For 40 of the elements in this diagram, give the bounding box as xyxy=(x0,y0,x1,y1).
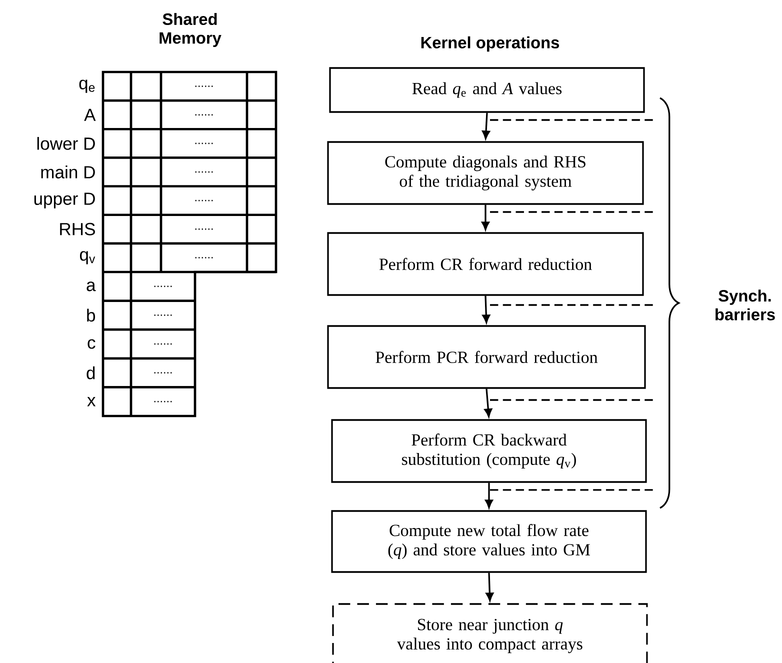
dashed-process-box: Store near junction q values into compact arrays xyxy=(332,603,648,663)
arrow xyxy=(482,204,490,230)
ellipsis-dots: ...... xyxy=(195,171,213,173)
ellipsis-dots: ...... xyxy=(195,142,213,144)
heading: Shared Memory xyxy=(160,12,222,47)
ellipsis-dots: ...... xyxy=(195,200,213,202)
ellipsis-dots: ...... xyxy=(154,286,172,288)
ellipsis-dots: ...... xyxy=(195,228,213,230)
row-label: q$_{v}$ xyxy=(80,251,96,264)
heading: Kernel operations xyxy=(421,36,560,52)
arrow xyxy=(484,388,492,418)
arrow xyxy=(482,296,490,324)
side-label: Synch. barriers xyxy=(716,290,775,320)
ellipsis-dots: ...... xyxy=(154,314,172,316)
ellipsis-dots: ...... xyxy=(154,343,172,345)
process-box: Read q$_{e}$ and A values xyxy=(329,67,645,113)
ellipsis-dots: ...... xyxy=(195,257,213,258)
row-label: b xyxy=(87,308,96,322)
row-label: q$_{e}$ xyxy=(79,80,95,93)
row-label: a xyxy=(86,282,96,292)
row-label: c xyxy=(88,339,96,349)
process-box: Compute diagonals and RHS of the tridiagonal system xyxy=(327,141,644,205)
row-label: lower D xyxy=(37,136,95,150)
arrow xyxy=(486,572,494,602)
row-label: x xyxy=(87,396,96,406)
arrow xyxy=(482,112,490,140)
process-box: Perform PCR forward reduction xyxy=(327,325,646,389)
ellipsis-dots: ...... xyxy=(195,86,213,87)
row-label: RHS xyxy=(60,222,95,236)
process-box: Perform CR backward substitution (compute q$_{v}$) xyxy=(331,419,647,483)
process-box: Compute new total flow rate (q) and store values into GM xyxy=(331,510,647,573)
ellipsis-dots: ...... xyxy=(154,400,172,402)
ellipsis-dots: ...... xyxy=(195,114,213,116)
row-label: d xyxy=(86,366,95,380)
arrow xyxy=(485,482,493,508)
process-box: Perform CR forward reduction xyxy=(327,232,644,296)
ellipsis-dots: ...... xyxy=(154,372,172,374)
row-label: main D xyxy=(41,166,95,178)
row-label: upper D xyxy=(34,192,95,208)
row-label: A xyxy=(84,108,96,121)
